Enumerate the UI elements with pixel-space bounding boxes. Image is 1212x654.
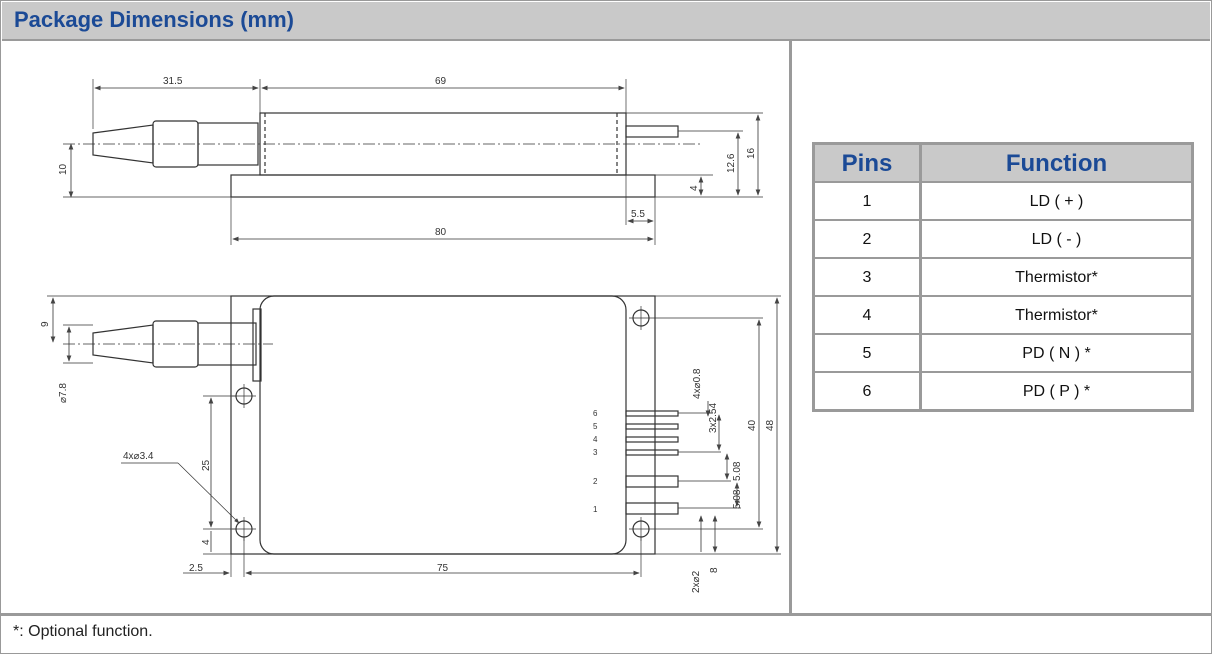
pin-number: 2 [862, 231, 872, 248]
dim-fiber-height: 10 [58, 163, 69, 175]
pin-function: LD ( - ) [1031, 231, 1082, 248]
dim-inner-width: 40 [747, 419, 758, 431]
pin-number: 4 [862, 307, 872, 324]
package-drawing: 31.5 69 80 5.5 10 4 12.6 16 9 ⌀7.8 4x⌀3.… [40, 76, 781, 593]
dim-big-pins: 2x⌀2 [691, 570, 702, 593]
top-body [259, 295, 627, 555]
pin-number: 6 [862, 383, 872, 400]
dim-base-length: 80 [435, 227, 447, 238]
pin-function: LD ( + ) [1029, 193, 1084, 210]
dim-hole-offset: 4 [201, 539, 212, 545]
dim-total-width: 48 [765, 419, 776, 431]
pins-table: Pins Function 1 LD ( + ) 2 LD ( - ) 3 Th… [812, 142, 1194, 412]
side-base [230, 174, 656, 198]
dim-pin-offset: 5.5 [631, 209, 645, 220]
dim-pin-gap-a: 5.08 [732, 461, 743, 481]
dim-fiber-length: 31.5 [163, 76, 183, 87]
dim-pin-pitch: 3x2.54 [708, 403, 719, 433]
table-row: 5 PD ( N ) * [815, 335, 1191, 373]
dim-total-height: 16 [746, 147, 757, 159]
pin-number-label: 3 [593, 448, 598, 457]
dim-pin-height: 12.6 [726, 153, 737, 173]
side-pin [625, 125, 679, 138]
pins-table-header: Pins Function [815, 145, 1191, 183]
pin-number-label: 5 [593, 422, 598, 431]
table-row: 6 PD ( P ) * [815, 373, 1191, 411]
pin-number: 3 [862, 269, 872, 286]
pin-number: 1 [862, 193, 872, 210]
table-row: 1 LD ( + ) [815, 183, 1191, 221]
column-header-function: Function [1005, 150, 1108, 177]
pin-function: PD ( P ) * [1022, 383, 1091, 400]
pin-number-label: 1 [593, 505, 598, 514]
dim-hole-spacing-v: 25 [201, 459, 212, 471]
section-header: Package Dimensions (mm) [2, 2, 1210, 41]
table-row: 3 Thermistor* [815, 259, 1191, 297]
pin-number-label: 2 [593, 477, 598, 486]
table-row: 4 Thermistor* [815, 297, 1191, 335]
dim-hole-spacing-h: 75 [437, 563, 449, 574]
pin-number-label: 4 [593, 435, 598, 444]
pin-number: 5 [862, 345, 872, 362]
dim-base-height: 4 [689, 185, 700, 191]
dim-fiber-offset: 9 [40, 321, 51, 327]
dim-mount-holes: 4x⌀3.4 [123, 451, 154, 462]
column-divider [789, 41, 792, 613]
section-title: Package Dimensions (mm) [14, 7, 294, 32]
footnote: *: Optional function. [13, 623, 153, 640]
footer-divider [1, 613, 1212, 616]
pin-function: Thermistor* [1015, 307, 1098, 324]
table-row: 2 LD ( - ) [815, 221, 1191, 259]
dim-pin-diameter: 4x⌀0.8 [692, 368, 703, 399]
top-flange [230, 295, 656, 555]
dim-body-length: 69 [435, 76, 447, 87]
dim-edge-offset: 2.5 [189, 563, 203, 574]
column-header-pins: Pins [841, 150, 893, 177]
pin-function: PD ( N ) * [1022, 345, 1091, 362]
dim-pin-gap-b: 5.08 [732, 489, 743, 509]
pin-number-label: 6 [593, 409, 598, 418]
pin-function: Thermistor* [1015, 269, 1098, 286]
dim-fiber-diameter: ⌀7.8 [58, 383, 69, 403]
dim-pin-bottom: 8 [709, 567, 720, 573]
